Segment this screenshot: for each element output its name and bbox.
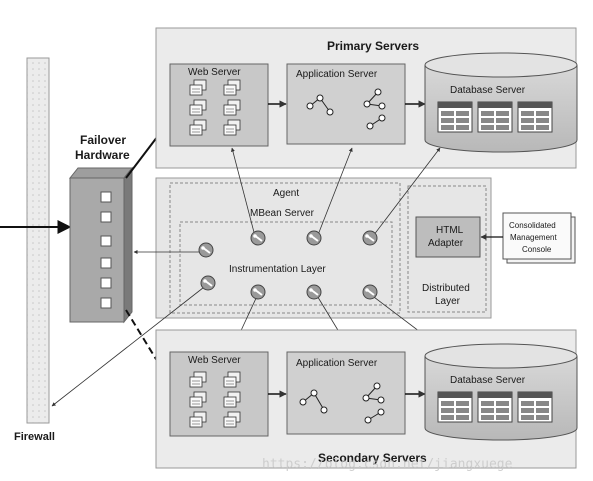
watermark: https://blog.csdn.net/jiangxuege: [262, 457, 513, 472]
table-icon: [517, 391, 553, 423]
web-page-icon: [189, 411, 207, 428]
secondary-servers-title: Secondary Servers: [318, 451, 427, 465]
web-page-icon: [189, 99, 207, 116]
secondary-app-server-graphs: [299, 382, 385, 424]
web-page-icon: [223, 99, 241, 116]
primary-web-server-label: Web Server: [188, 67, 241, 78]
agent-label: Agent: [273, 188, 299, 199]
mbean-icons: [198, 230, 378, 300]
web-page-icon: [189, 119, 207, 136]
table-icon: [477, 101, 513, 133]
secondary-web-server: [169, 351, 269, 437]
web-page-icon: [223, 371, 241, 388]
html-adapter: [415, 216, 481, 258]
html-adapter-label-2: Adapter: [428, 238, 464, 249]
agent-connectors: [51, 147, 445, 407]
primary-web-server-icons: [189, 79, 241, 136]
table-icon: [477, 391, 513, 423]
table-icon: [517, 101, 553, 133]
distributed-layer-label-2: Layer: [435, 296, 461, 307]
management-console: [502, 212, 576, 264]
secondary-database: [424, 343, 578, 441]
mbean-icon: [198, 242, 214, 258]
console-label-2: Management: [510, 233, 557, 242]
failover-hardware: [68, 166, 134, 324]
primary-app-server-label: Application Server: [296, 69, 378, 80]
secondary-web-server-icons: [189, 371, 241, 428]
console-label-1: Consolidated: [509, 221, 556, 230]
web-page-icon: [223, 391, 241, 408]
mbean-icon: [306, 230, 322, 246]
html-adapter-label-1: HTML: [436, 225, 464, 236]
web-page-icon: [223, 119, 241, 136]
mbean-icon: [200, 275, 216, 291]
web-page-icon: [189, 371, 207, 388]
secondary-web-server-label: Web Server: [188, 355, 241, 366]
mbean-icon: [362, 284, 378, 300]
secondary-app-server-label: Application Server: [296, 358, 378, 369]
primary-db-label: Database Server: [450, 85, 526, 96]
mbean-server-label: MBean Server: [250, 208, 315, 219]
table-icon: [437, 101, 473, 133]
primary-database: [424, 52, 578, 153]
mbean-icon: [250, 230, 266, 246]
table-icon: [437, 391, 473, 423]
failover-label-1: Failover: [80, 133, 126, 147]
primary-app-server-graphs: [306, 88, 386, 130]
web-page-icon: [189, 79, 207, 96]
secondary-db-label: Database Server: [450, 375, 526, 386]
failover-label-2: Hardware: [75, 148, 130, 162]
web-page-icon: [223, 411, 241, 428]
web-page-icon: [223, 79, 241, 96]
firewall-label: Firewall: [14, 431, 55, 443]
secondary-app-server: [286, 351, 406, 435]
primary-servers-title: Primary Servers: [327, 39, 419, 53]
mbean-icon: [362, 230, 378, 246]
mbean-icon: [306, 284, 322, 300]
mbean-icon: [250, 284, 266, 300]
console-label-3: Console: [522, 245, 552, 254]
firewall: [26, 57, 50, 424]
distributed-layer-label-1: Distributed: [422, 283, 470, 294]
instrumentation-layer-label: Instrumentation Layer: [229, 264, 326, 275]
primary-web-server: [169, 63, 269, 147]
web-page-icon: [189, 391, 207, 408]
